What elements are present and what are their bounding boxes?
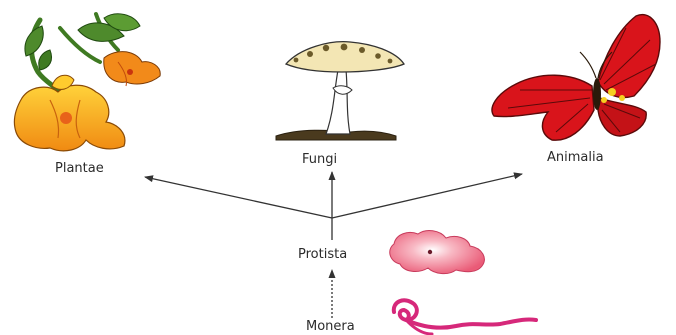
fungi-label: Fungi — [302, 152, 337, 167]
arrow-to-animalia — [332, 174, 522, 218]
monera-label: Monera — [306, 319, 355, 334]
flower-icon — [14, 14, 160, 151]
protista-label: Protista — [298, 247, 347, 262]
amoeba-icon — [390, 231, 485, 274]
plantae-label: Plantae — [55, 161, 104, 176]
animalia-label: Animalia — [547, 150, 604, 165]
butterfly-icon — [492, 15, 660, 141]
arrow-to-plantae — [145, 177, 332, 218]
bacterium-icon — [394, 300, 536, 334]
mushroom-icon — [276, 42, 404, 140]
